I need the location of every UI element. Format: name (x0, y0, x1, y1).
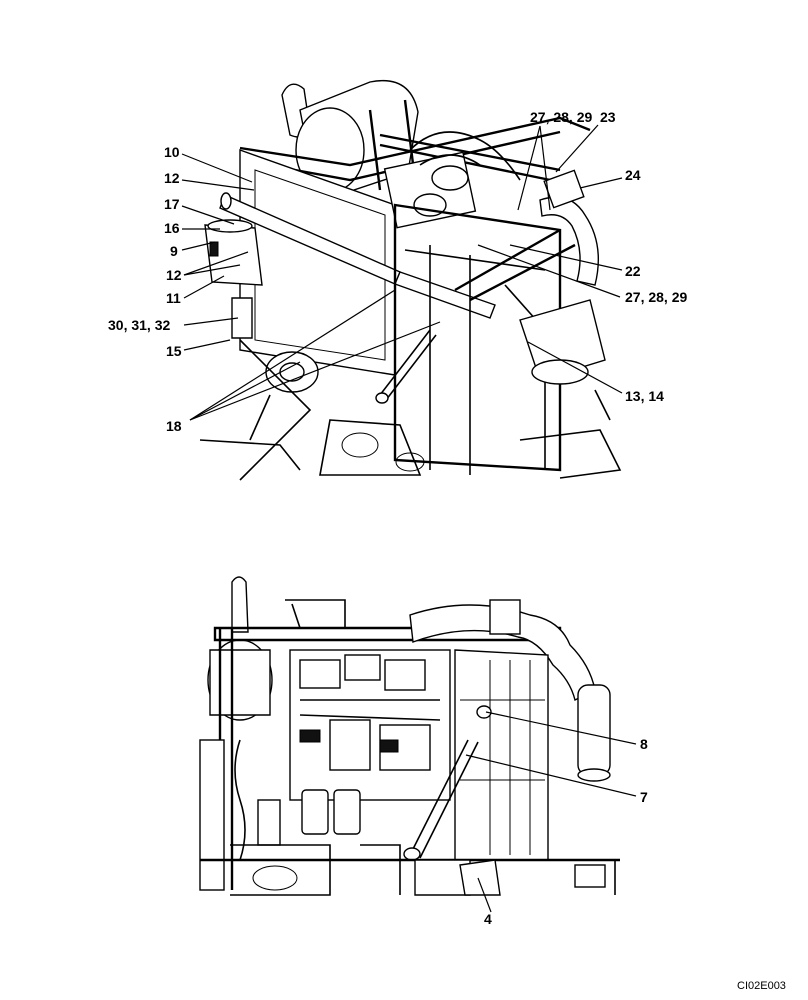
callout-4: 4 (484, 911, 492, 927)
callout-22: 22 (625, 263, 641, 279)
callout-27-28-29-top: 27, 28, 29 (530, 109, 593, 125)
top-engine-assembly (199, 80, 622, 481)
callout-18: 18 (166, 418, 182, 434)
callout-17: 17 (164, 196, 180, 212)
callout-9: 9 (170, 243, 178, 259)
callout-23: 23 (600, 109, 616, 125)
callout-16: 16 (164, 220, 180, 236)
callout-12-second: 12 (166, 267, 182, 283)
callout-15: 15 (166, 343, 182, 359)
bottom-engine-assembly (199, 576, 620, 896)
top-leader-lines (181, 124, 623, 421)
callout-8: 8 (640, 736, 648, 752)
figure-code: CI02E003 (737, 980, 786, 992)
callout-13-14: 13, 14 (625, 388, 664, 404)
callout-30-31-32: 30, 31, 32 (108, 317, 171, 333)
bottom-leader-lines (465, 711, 637, 913)
callout-27-28-29-bottom: 27, 28, 29 (625, 289, 688, 305)
callout-10: 10 (164, 144, 180, 160)
callout-11: 11 (166, 290, 181, 306)
callout-24: 24 (625, 167, 641, 183)
callout-12: 12 (164, 170, 180, 186)
callout-7: 7 (640, 789, 648, 805)
